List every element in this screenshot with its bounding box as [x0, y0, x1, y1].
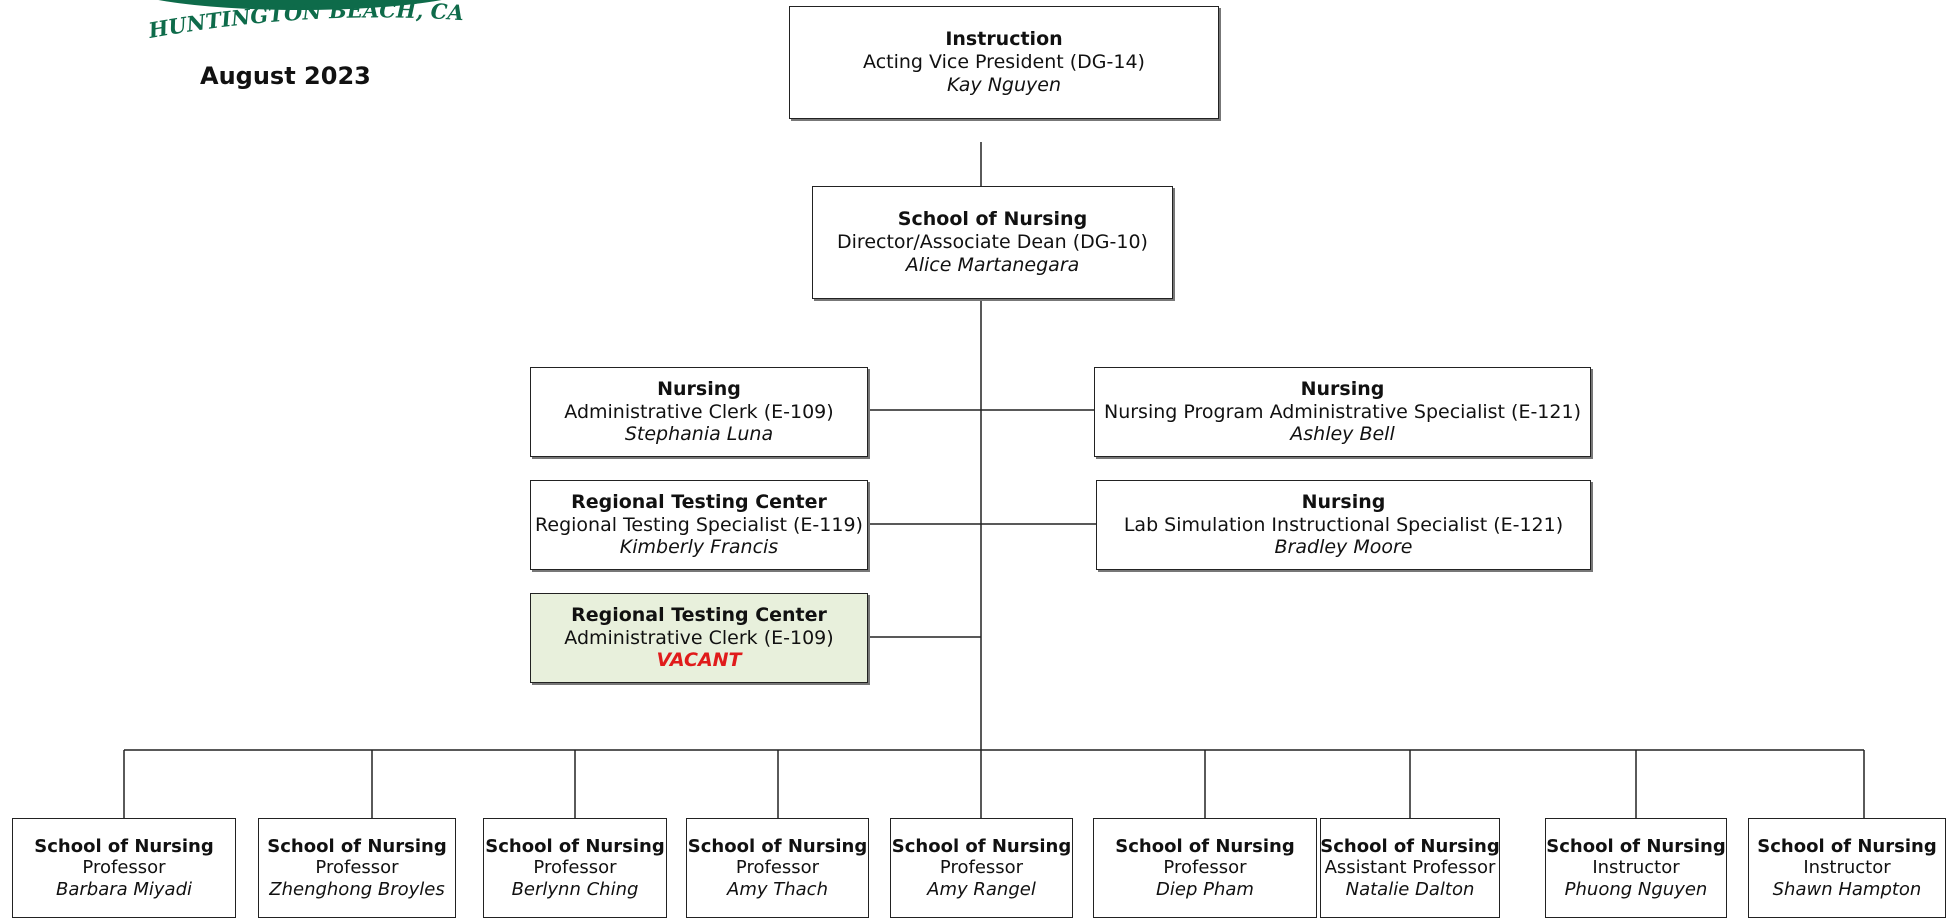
- box-title: Regional Testing Center: [571, 603, 827, 626]
- org-box-testing-specialist: Regional Testing Center Regional Testing…: [530, 480, 868, 570]
- org-box-faculty: School of Nursing Professor Berlynn Chin…: [483, 818, 667, 918]
- box-person: Zhenghong Broyles: [269, 878, 445, 900]
- org-box-program-specialist: Nursing Nursing Program Administrative S…: [1094, 367, 1591, 457]
- box-role: Professor: [735, 857, 820, 879]
- box-title: Nursing: [1300, 377, 1385, 400]
- org-box-lab-simulation-specialist: Nursing Lab Simulation Instructional Spe…: [1096, 480, 1591, 570]
- org-box-faculty: School of Nursing Instructor Phuong Nguy…: [1545, 818, 1727, 918]
- box-role: Lab Simulation Instructional Specialist …: [1123, 513, 1564, 536]
- box-title: Instruction: [945, 28, 1063, 51]
- org-box-faculty: School of Nursing Professor Diep Pham: [1093, 818, 1317, 918]
- box-person: Amy Thach: [727, 878, 828, 900]
- box-role: Professor: [82, 857, 166, 879]
- box-role: Administrative Clerk (E-109): [564, 400, 834, 423]
- box-person: Alice Martanegara: [905, 253, 1080, 276]
- org-box-faculty: School of Nursing Professor Amy Thach: [686, 818, 869, 918]
- box-person: Berlynn Ching: [511, 878, 639, 900]
- box-role: Assistant Professor: [1324, 857, 1496, 879]
- box-title: Nursing: [657, 377, 741, 400]
- box-role: Director/Associate Dean (DG-10): [837, 231, 1148, 254]
- logo-location-arc: HUNTINGTON BEACH, CA: [146, 0, 465, 38]
- box-role: Professor: [1163, 857, 1247, 879]
- box-role: Administrative Clerk (E-109): [564, 626, 834, 649]
- box-title: School of Nursing: [1757, 835, 1937, 857]
- box-person: Natalie Dalton: [1345, 878, 1475, 900]
- box-title: Nursing: [1301, 490, 1386, 513]
- box-person: Bradley Moore: [1274, 536, 1413, 559]
- box-role: Instructor: [1803, 857, 1891, 879]
- org-box-faculty: School of Nursing Instructor Shawn Hampt…: [1748, 818, 1946, 918]
- box-title: School of Nursing: [891, 835, 1072, 857]
- box-person: Kay Nguyen: [947, 73, 1061, 96]
- box-person: Amy Rangel: [927, 878, 1036, 900]
- box-role: Instructor: [1592, 857, 1680, 879]
- box-role: Professor: [315, 857, 399, 879]
- box-person: Diep Pham: [1156, 878, 1254, 900]
- org-box-instruction: Instruction Acting Vice President (DG-14…: [789, 6, 1219, 119]
- box-role: Professor: [533, 857, 617, 879]
- org-box-faculty: School of Nursing Professor Barbara Miya…: [12, 818, 236, 918]
- college-logo-seal: [110, 0, 490, 10]
- chart-date: August 2023: [200, 62, 371, 90]
- org-box-admin-clerk: Nursing Administrative Clerk (E-109) Ste…: [530, 367, 868, 457]
- org-box-faculty: School of Nursing Professor Zhenghong Br…: [258, 818, 456, 918]
- box-role: Professor: [939, 857, 1024, 879]
- box-person: Shawn Hampton: [1772, 878, 1922, 900]
- box-person: Stephania Luna: [624, 423, 774, 446]
- vacant-label: VACANT: [656, 649, 742, 672]
- box-person: Kimberly Francis: [619, 536, 779, 559]
- box-title: School of Nursing: [687, 835, 868, 857]
- box-title: Regional Testing Center: [571, 490, 827, 513]
- box-title: School of Nursing: [897, 208, 1088, 231]
- box-title: School of Nursing: [1546, 835, 1726, 857]
- org-box-faculty: School of Nursing Assistant Professor Na…: [1320, 818, 1500, 918]
- box-person: Ashley Bell: [1290, 423, 1395, 446]
- box-title: School of Nursing: [34, 835, 214, 857]
- box-title: School of Nursing: [267, 835, 447, 857]
- box-person: Barbara Miyadi: [55, 878, 193, 900]
- box-role: Nursing Program Administrative Specialis…: [1103, 400, 1581, 423]
- box-title: School of Nursing: [1320, 835, 1500, 857]
- box-role: Acting Vice President (DG-14): [863, 51, 1145, 74]
- org-box-testing-clerk-vacant: Regional Testing Center Administrative C…: [530, 593, 868, 683]
- org-box-faculty: School of Nursing Professor Amy Rangel: [890, 818, 1073, 918]
- box-role: Regional Testing Specialist (E-119): [535, 513, 863, 536]
- org-box-director: School of Nursing Director/Associate Dea…: [812, 186, 1173, 299]
- box-title: School of Nursing: [485, 835, 665, 857]
- box-person: Phuong Nguyen: [1564, 878, 1708, 900]
- box-title: School of Nursing: [1115, 835, 1295, 857]
